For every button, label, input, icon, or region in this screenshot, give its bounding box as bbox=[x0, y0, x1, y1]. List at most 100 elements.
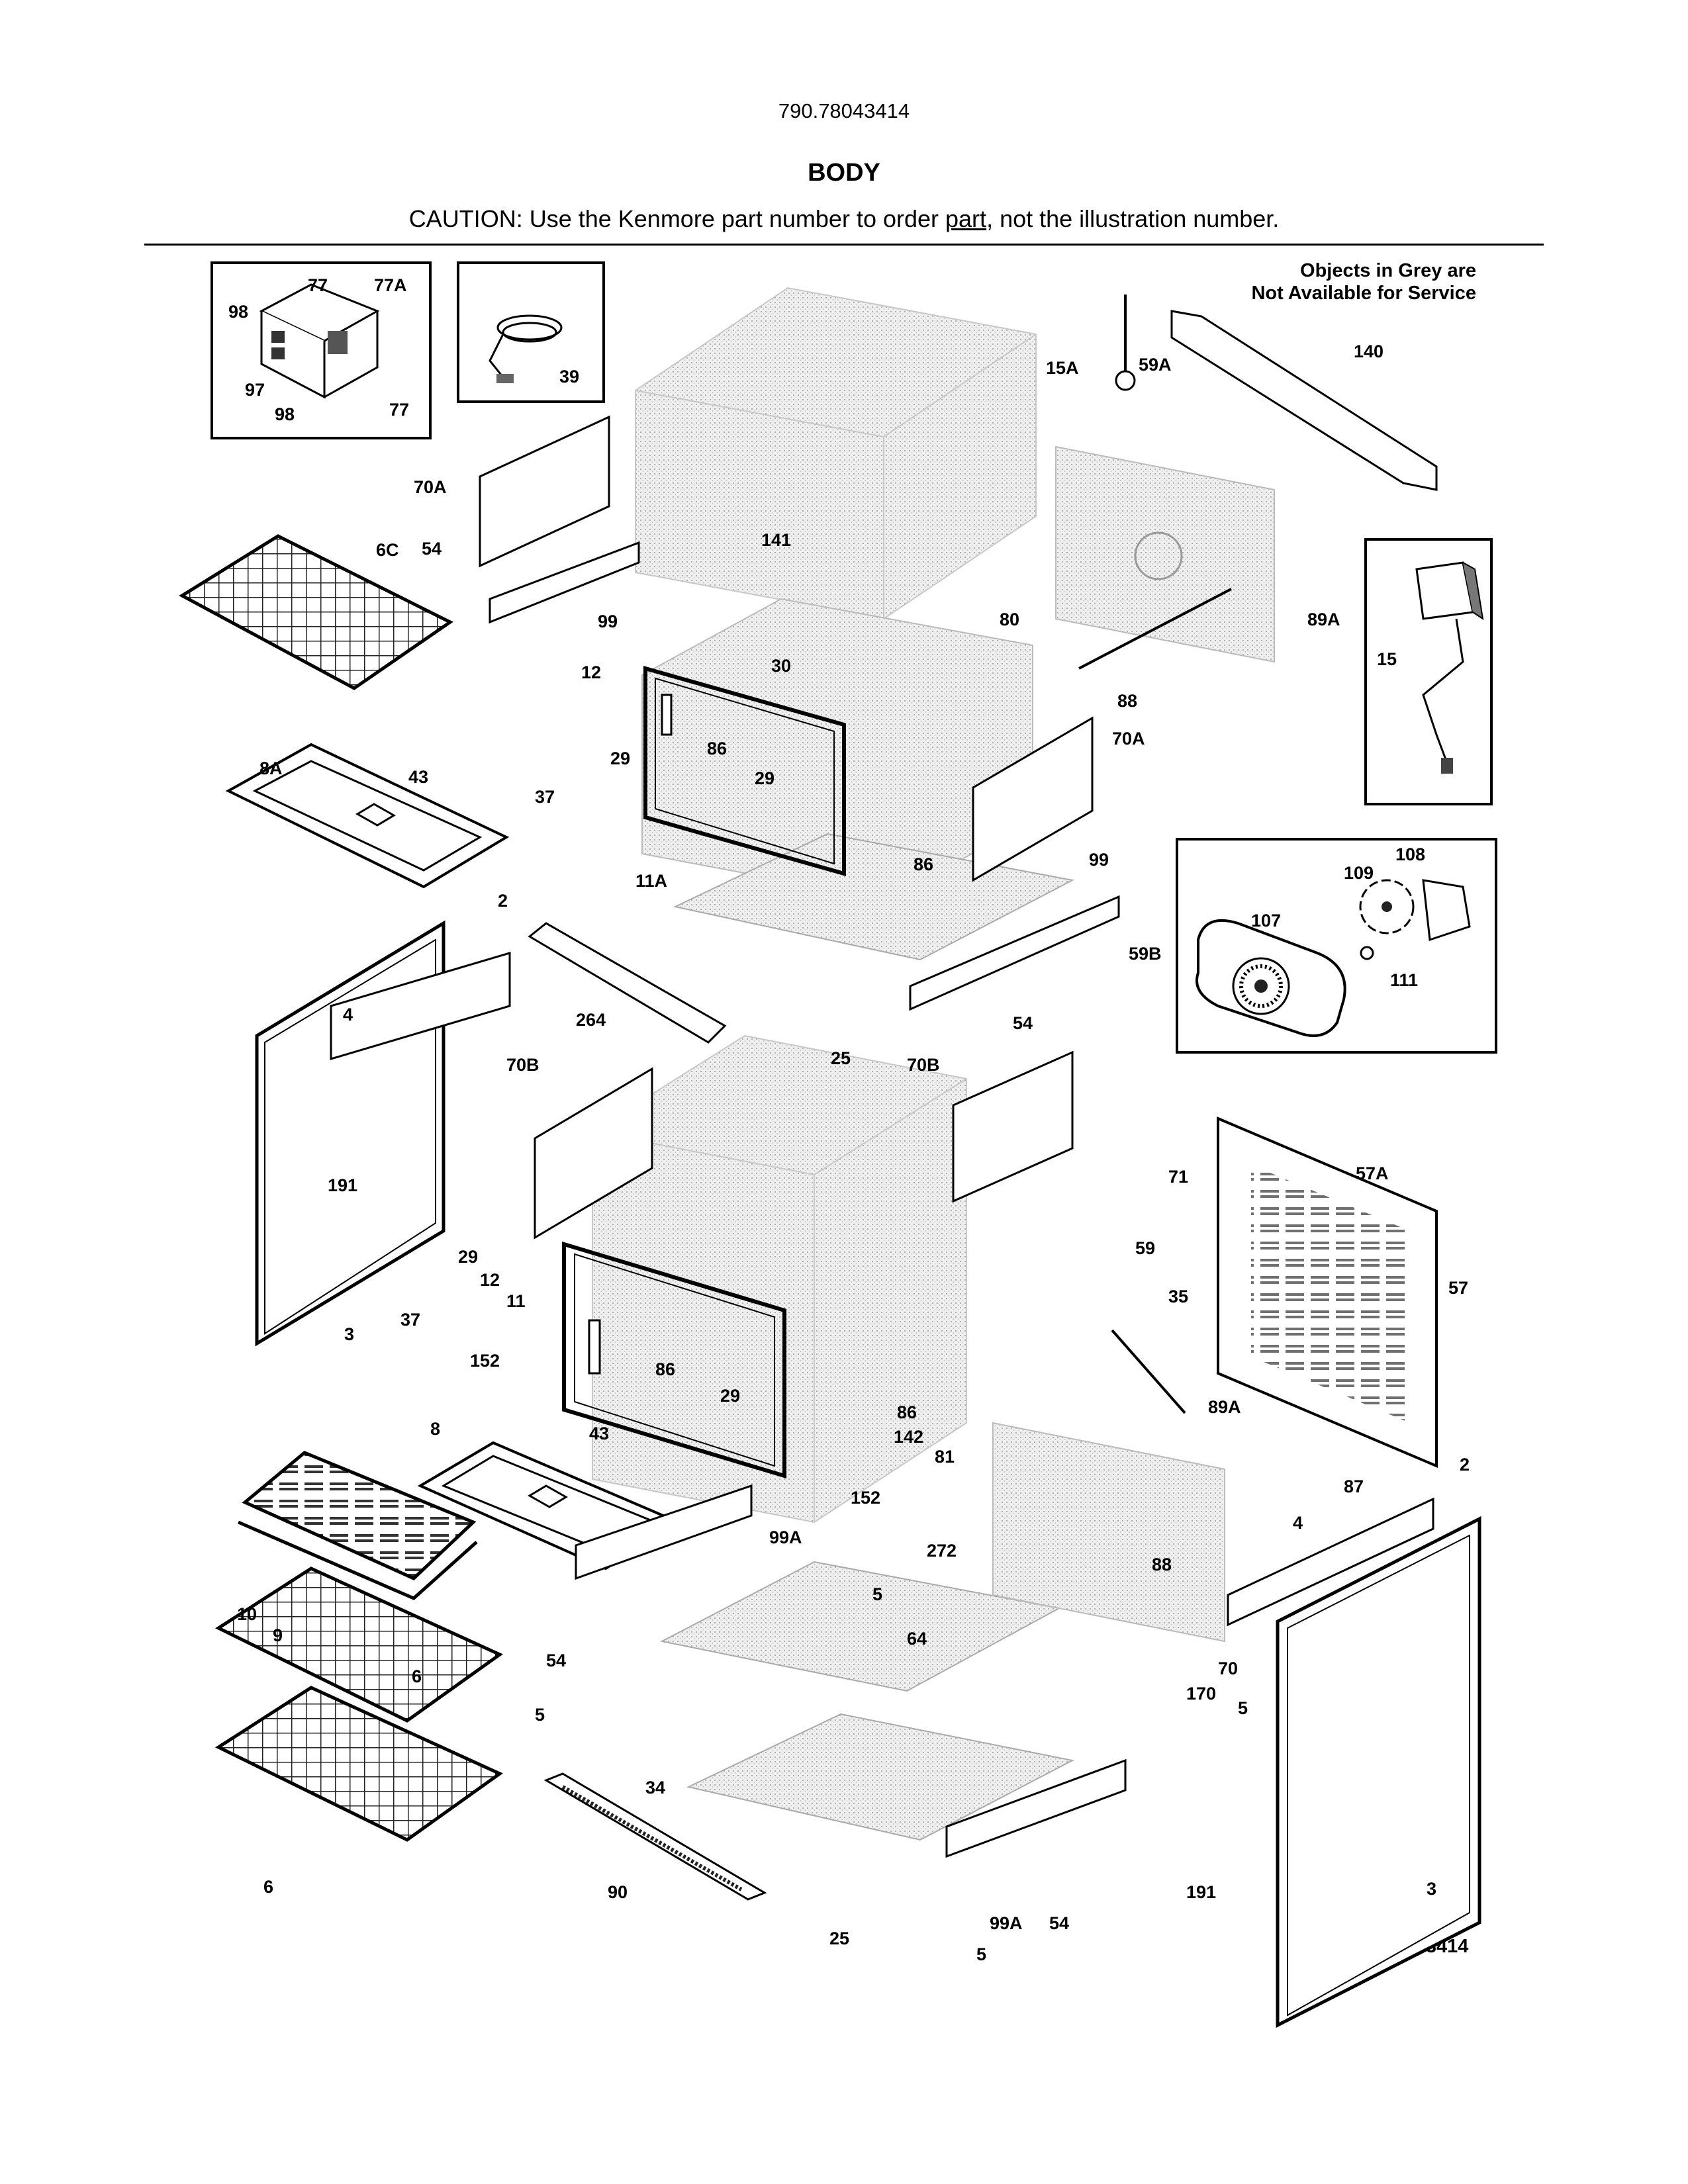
callout-34: 34 bbox=[645, 1778, 665, 1797]
callout-2-right: 2 bbox=[1460, 1455, 1470, 1475]
callout-86-low: 86 bbox=[655, 1359, 675, 1379]
callout-86-low2: 86 bbox=[897, 1402, 917, 1422]
callout-98-b: 98 bbox=[275, 404, 295, 424]
callout-70b-right: 70B bbox=[907, 1055, 940, 1075]
callout-97: 97 bbox=[245, 380, 265, 400]
callout-5-c: 5 bbox=[1238, 1698, 1248, 1718]
callout-59b: 59B bbox=[1129, 944, 1162, 964]
callout-9: 9 bbox=[273, 1625, 283, 1645]
callout-11a: 11A bbox=[635, 871, 667, 891]
callout-81: 81 bbox=[935, 1447, 955, 1467]
callout-3: 3 bbox=[344, 1324, 354, 1344]
callout-99a-low: 99A bbox=[990, 1913, 1023, 1933]
callout-43: 43 bbox=[408, 767, 428, 787]
rear-panel-grey bbox=[992, 445, 1275, 1643]
callout-3-right: 3 bbox=[1427, 1879, 1436, 1899]
callout-6-b: 6 bbox=[263, 1877, 273, 1897]
callout-108: 108 bbox=[1395, 844, 1425, 864]
caution-text-end: , not the illustration number. bbox=[986, 205, 1280, 232]
callout-29: 29 bbox=[610, 749, 630, 768]
callout-264: 264 bbox=[576, 1010, 606, 1030]
trim-264 bbox=[528, 922, 727, 1044]
callout-77-b: 77 bbox=[389, 400, 409, 420]
callout-57a: 57A bbox=[1356, 1163, 1389, 1183]
callout-191-right: 191 bbox=[1186, 1882, 1216, 1902]
callout-152: 152 bbox=[470, 1351, 500, 1371]
callout-39: 39 bbox=[559, 367, 579, 387]
callout-54-low2: 54 bbox=[1049, 1913, 1069, 1933]
callout-25: 25 bbox=[831, 1048, 851, 1068]
broiler-pan bbox=[238, 1451, 478, 1600]
callout-98: 98 bbox=[228, 302, 248, 322]
callout-37: 37 bbox=[535, 787, 555, 807]
callout-70: 70 bbox=[1218, 1659, 1238, 1678]
callout-77a: 77A bbox=[374, 275, 407, 295]
callout-12-low: 12 bbox=[480, 1270, 500, 1290]
inset-power-cord bbox=[457, 261, 605, 403]
callout-70a: 70A bbox=[414, 477, 447, 497]
insulation-70a-mid bbox=[972, 716, 1094, 882]
rack-upper-6 bbox=[214, 1567, 503, 1723]
callout-6: 6 bbox=[412, 1666, 422, 1686]
left-side-panel bbox=[255, 920, 511, 1347]
callout-64: 64 bbox=[907, 1629, 927, 1649]
page-title: BODY bbox=[808, 159, 880, 187]
grey-note-line-1: Objects in Grey are bbox=[1300, 260, 1476, 281]
inset-convection-fan bbox=[1176, 838, 1497, 1054]
callout-170: 170 bbox=[1186, 1684, 1216, 1704]
callout-90: 90 bbox=[608, 1882, 628, 1902]
probe-thermostat bbox=[1078, 295, 1232, 1414]
header-divider bbox=[144, 244, 1544, 246]
callout-4: 4 bbox=[343, 1005, 353, 1024]
callout-29-mid: 29 bbox=[755, 768, 774, 788]
callout-70a-mid: 70A bbox=[1112, 729, 1145, 749]
insulation-70b-right bbox=[952, 1050, 1074, 1203]
rack-lower-6 bbox=[214, 1686, 503, 1842]
inset-control-board bbox=[211, 261, 432, 439]
insulation-70b-left bbox=[534, 1067, 653, 1240]
callout-71: 71 bbox=[1168, 1167, 1188, 1187]
callout-57: 57 bbox=[1448, 1278, 1468, 1298]
callout-89a-low: 89A bbox=[1208, 1397, 1241, 1417]
callout-107: 107 bbox=[1251, 911, 1281, 931]
callout-111: 111 bbox=[1390, 970, 1418, 990]
callout-8a: 8A bbox=[259, 758, 283, 778]
kick-panel-90 bbox=[543, 1772, 767, 1901]
callout-54-mid: 54 bbox=[1013, 1013, 1033, 1033]
callout-5: 5 bbox=[872, 1584, 882, 1604]
lower-oven-cabinet-grey bbox=[592, 1034, 967, 1524]
callout-141: 141 bbox=[761, 530, 791, 550]
callout-5-b: 5 bbox=[535, 1705, 545, 1725]
model-number: 790.78043414 bbox=[778, 99, 910, 122]
callout-87: 87 bbox=[1344, 1477, 1364, 1496]
insulation-70a-top bbox=[479, 415, 610, 568]
caution-part-link[interactable]: part bbox=[945, 205, 987, 232]
top-rail-140 bbox=[1170, 310, 1438, 491]
upper-door-frame bbox=[643, 666, 846, 876]
callout-86-mid: 86 bbox=[914, 854, 933, 874]
callout-6c: 6C bbox=[376, 540, 399, 560]
lower-door-frame bbox=[562, 1241, 786, 1479]
callout-59a: 59A bbox=[1139, 355, 1172, 375]
slide-rails bbox=[489, 541, 1434, 1858]
callout-54-low: 54 bbox=[546, 1651, 566, 1670]
callout-99a: 99A bbox=[769, 1527, 802, 1547]
callout-80: 80 bbox=[1000, 610, 1019, 629]
callout-25-low: 25 bbox=[829, 1929, 849, 1948]
callout-70b: 70B bbox=[506, 1055, 539, 1075]
callout-43-low: 43 bbox=[589, 1424, 609, 1443]
right-side-panel bbox=[1276, 1516, 1481, 2028]
callout-140: 140 bbox=[1354, 341, 1383, 361]
rack-6c bbox=[179, 534, 453, 690]
callout-99: 99 bbox=[598, 612, 618, 631]
grey-objects-note: Objects in Grey are Not Available for Se… bbox=[1251, 259, 1476, 304]
callout-109: 109 bbox=[1344, 863, 1374, 883]
callout-77: 77 bbox=[308, 275, 328, 295]
callout-54: 54 bbox=[422, 539, 442, 559]
callout-152-low: 152 bbox=[851, 1488, 880, 1508]
rear-vent-panel-71 bbox=[1217, 1116, 1438, 1469]
callout-59: 59 bbox=[1135, 1238, 1155, 1258]
callout-15a: 15A bbox=[1046, 358, 1079, 378]
caution-text-start: CAUTION: Use the Kenmore part number to … bbox=[408, 205, 946, 232]
